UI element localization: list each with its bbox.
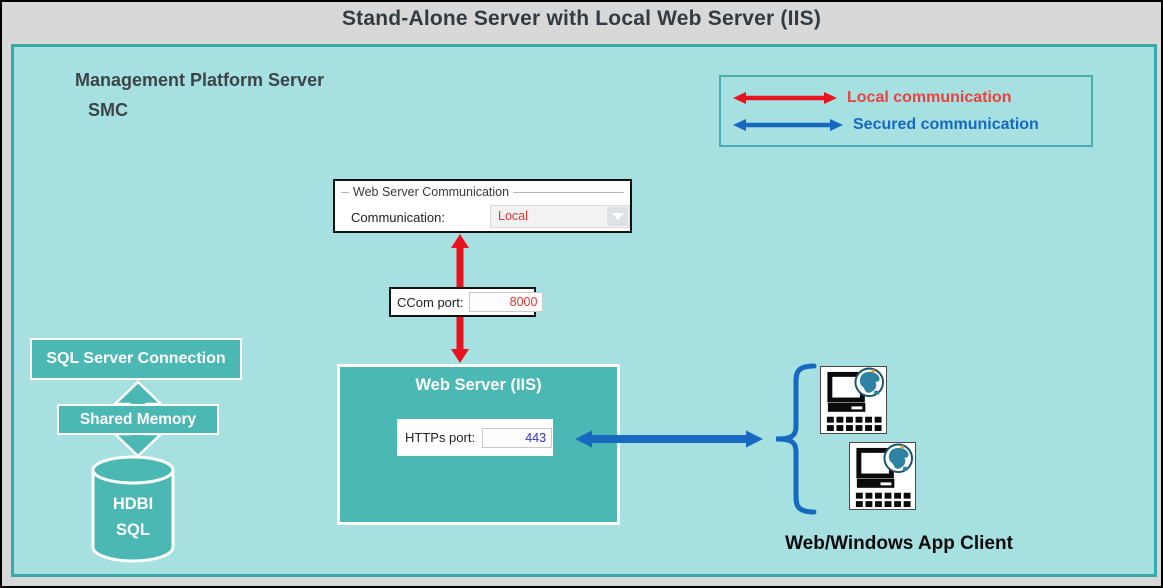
web-server-iis-title: Web Server (IIS): [415, 376, 542, 394]
platform-name-label: Management Platform Server: [75, 70, 325, 90]
client-computer-2: [849, 442, 916, 510]
https-port-input[interactable]: [482, 427, 553, 448]
platform-smc-label: SMC: [88, 100, 128, 120]
ccom-port-label: CCom port:: [397, 294, 464, 310]
legend-row-secured: Secured communication: [732, 113, 1091, 137]
ccom-port-input[interactable]: [469, 292, 544, 312]
legend-row-local: Local communication: [732, 86, 1091, 110]
web-server-communication-box: Web Server Communication Communication: …: [333, 179, 632, 233]
legend-box: Local communication Secured communicatio…: [719, 75, 1093, 147]
local-communication-arrow-icon: [733, 91, 837, 104]
database-name-line2: SQL: [116, 521, 150, 539]
secured-communication-arrow-icon: [733, 118, 843, 131]
database-name-line1: HDBI: [112, 495, 154, 513]
client-group-label: Web/Windows App Client: [785, 533, 1013, 554]
database-cylinder-icon: [91, 455, 175, 563]
sql-server-connection-box: SQL Server Connection: [30, 338, 242, 380]
computer-globe-icon: [826, 367, 885, 432]
chevron-down-icon[interactable]: [607, 207, 628, 226]
legend-secured-label: Secured communication: [853, 115, 1039, 133]
shared-memory-label: Shared Memory: [79, 410, 197, 428]
computer-globe-icon: [855, 443, 914, 508]
shared-memory-box: Shared Memory: [57, 404, 219, 435]
ccom-port-box: CCom port:: [389, 287, 544, 317]
https-port-panel: HTTPs port:: [397, 419, 553, 456]
communication-selected-value: Local: [498, 209, 528, 223]
communication-select[interactable]: Local: [490, 205, 630, 228]
web-comm-group-label: Web Server Communication: [349, 185, 514, 199]
sql-server-connection-label: SQL Server Connection: [46, 350, 226, 367]
web-server-iis-box: Web Server (IIS) HTTPs port:: [337, 364, 620, 525]
client-computer-1: [820, 366, 887, 434]
page-title: Stand-Alone Server with Local Web Server…: [341, 7, 822, 30]
communication-field-label: Communication:: [351, 210, 445, 225]
legend-local-label: Local communication: [847, 88, 1012, 106]
https-port-label: HTTPs port:: [405, 430, 476, 445]
